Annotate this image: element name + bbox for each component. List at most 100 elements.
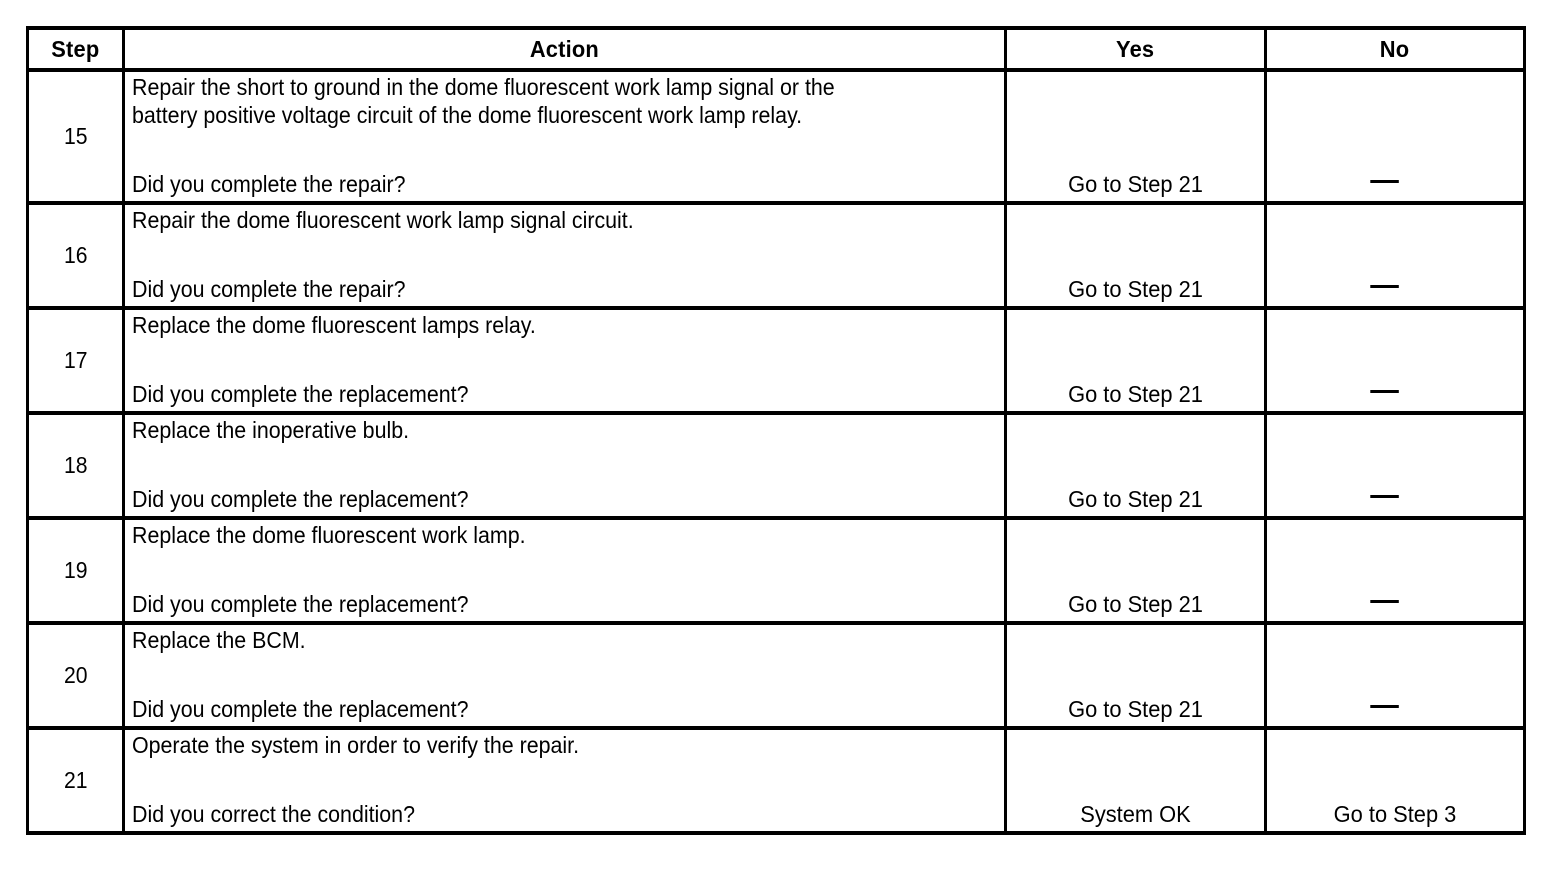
- step-number: 16: [63, 242, 88, 268]
- action-instruction: Operate the system in order to verify th…: [132, 730, 998, 759]
- table-header-row: Step Action Yes No: [26, 26, 1526, 72]
- action-instruction: Replace the dome fluorescent work lamp.: [132, 520, 998, 549]
- step-number-cell: 21: [26, 726, 125, 835]
- table-row: 20 Replace the BCM. Did you complete the r…: [26, 621, 1526, 730]
- em-dash-icon: [1369, 495, 1399, 499]
- action-instruction-line: Replace the dome fluorescent work lamp.: [132, 522, 526, 548]
- action-cell: Replace the dome fluorescent work lamp. D…: [122, 516, 1007, 625]
- no-answer-dash-wrapper: —: [1273, 695, 1516, 726]
- action-question-text: Did you complete the replacement?: [132, 381, 469, 407]
- action-cell: Replace the BCM. Did you complete the rep…: [122, 621, 1007, 730]
- table-row: 21 Operate the system in order to verify …: [26, 726, 1526, 835]
- action-cell: Repair the short to ground in the dome f…: [122, 68, 1007, 205]
- no-answer-cell: Go to Step 3: [1264, 726, 1526, 835]
- action-question: Did you correct the condition?: [132, 800, 998, 831]
- column-header-no-label: No: [1380, 36, 1410, 62]
- table-row: 15 Repair the short to ground in the dome…: [26, 68, 1526, 205]
- column-header-no: No: [1264, 26, 1526, 72]
- action-cell: Operate the system in order to verify th…: [122, 726, 1007, 835]
- column-header-step-label: Step: [51, 36, 100, 62]
- action-instruction-line: Replace the inoperative bulb.: [132, 417, 410, 443]
- em-dash-icon: [1369, 285, 1399, 289]
- action-instruction: Replace the dome fluorescent lamps relay…: [132, 310, 998, 339]
- table-body: 15 Repair the short to ground in the dome…: [26, 68, 1526, 835]
- action-instruction-line: Repair the short to ground in the dome f…: [132, 74, 835, 100]
- no-answer-dash-wrapper: —: [1273, 170, 1516, 201]
- yes-answer-text: Go to Step 21: [1068, 696, 1203, 722]
- action-instruction: Repair the dome fluorescent work lamp si…: [132, 205, 998, 234]
- no-answer-cell: —: [1264, 306, 1526, 415]
- step-number-cell: 17: [26, 306, 125, 415]
- no-answer-dash-wrapper: —: [1273, 485, 1516, 516]
- yes-answer-text: Go to Step 21: [1068, 486, 1203, 512]
- column-header-action: Action: [122, 26, 1007, 72]
- table-row: 19 Replace the dome fluorescent work lamp…: [26, 516, 1526, 625]
- action-instruction-line: Replace the BCM.: [132, 627, 306, 653]
- action-content: Replace the inoperative bulb. Did you com…: [132, 415, 998, 516]
- no-answer-dash-wrapper: —: [1273, 590, 1516, 621]
- yes-answer-cell: Go to Step 21: [1004, 201, 1267, 310]
- action-instruction-line: Replace the dome fluorescent lamps relay…: [132, 312, 536, 338]
- step-number: 15: [63, 123, 88, 149]
- step-number-cell: 19: [26, 516, 125, 625]
- action-content: Repair the dome fluorescent work lamp si…: [132, 205, 998, 306]
- action-question: Did you complete the replacement?: [132, 695, 998, 726]
- table-row: 16 Repair the dome fluorescent work lamp …: [26, 201, 1526, 310]
- no-answer-dash-wrapper: —: [1273, 380, 1516, 411]
- action-question-text: Did you complete the replacement?: [132, 696, 469, 722]
- action-question: Did you complete the replacement?: [132, 485, 998, 516]
- em-dash-icon: [1369, 180, 1399, 184]
- action-content: Operate the system in order to verify th…: [132, 730, 998, 831]
- step-number: 21: [63, 767, 88, 793]
- action-question: Did you complete the repair?: [132, 275, 998, 306]
- table-row: 18 Replace the inoperative bulb. Did you c…: [26, 411, 1526, 520]
- em-dash-icon: [1369, 600, 1399, 604]
- step-number: 19: [63, 557, 88, 583]
- action-question-text: Did you complete the repair?: [132, 171, 406, 197]
- yes-answer-text: Go to Step 21: [1068, 276, 1203, 302]
- action-instruction-line: Repair the dome fluorescent work lamp si…: [132, 207, 634, 233]
- action-content: Repair the short to ground in the dome f…: [132, 72, 998, 201]
- em-dash-icon: [1369, 390, 1399, 394]
- yes-answer-cell: System OK: [1004, 726, 1267, 835]
- step-number-cell: 15: [26, 68, 125, 205]
- action-cell: Replace the dome fluorescent lamps relay…: [122, 306, 1007, 415]
- action-cell: Repair the dome fluorescent work lamp si…: [122, 201, 1007, 310]
- diagnostic-step-table: Step Action Yes No 15 Repair the short to…: [26, 26, 1526, 835]
- step-number-cell: 16: [26, 201, 125, 310]
- step-number-cell: 18: [26, 411, 125, 520]
- yes-answer-text: System OK: [1080, 801, 1191, 827]
- action-instruction: Repair the short to ground in the dome f…: [132, 72, 998, 129]
- step-number: 17: [63, 347, 88, 373]
- yes-answer-cell: Go to Step 21: [1004, 516, 1267, 625]
- no-answer-dash-wrapper: —: [1273, 275, 1516, 306]
- no-answer-cell: —: [1264, 411, 1526, 520]
- yes-answer-text: Go to Step 21: [1068, 171, 1203, 197]
- table-header: Step Action Yes No: [26, 26, 1526, 72]
- action-instruction: Replace the inoperative bulb.: [132, 415, 998, 444]
- action-question: Did you complete the replacement?: [132, 590, 998, 621]
- column-header-yes-label: Yes: [1116, 36, 1155, 62]
- action-question: Did you complete the repair?: [132, 170, 998, 201]
- step-number-cell: 20: [26, 621, 125, 730]
- action-question-text: Did you correct the condition?: [132, 801, 415, 827]
- action-question-text: Did you complete the repair?: [132, 276, 406, 302]
- yes-answer-cell: Go to Step 21: [1004, 411, 1267, 520]
- action-instruction: Replace the BCM.: [132, 625, 998, 654]
- yes-answer-cell: Go to Step 21: [1004, 621, 1267, 730]
- no-answer-cell: —: [1264, 68, 1526, 205]
- action-content: Replace the dome fluorescent lamps relay…: [132, 310, 998, 411]
- yes-answer-text: Go to Step 21: [1068, 591, 1203, 617]
- yes-answer-text: Go to Step 21: [1068, 381, 1203, 407]
- column-header-step: Step: [26, 26, 125, 72]
- action-question-text: Did you complete the replacement?: [132, 591, 469, 617]
- yes-answer-cell: Go to Step 21: [1004, 68, 1267, 205]
- column-header-yes: Yes: [1004, 26, 1267, 72]
- no-answer-text: Go to Step 3: [1333, 801, 1457, 827]
- action-content: Replace the BCM. Did you complete the rep…: [132, 625, 998, 726]
- action-question-text: Did you complete the replacement?: [132, 486, 469, 512]
- action-instruction-line: battery positive voltage circuit of the …: [132, 102, 803, 128]
- em-dash-icon: [1369, 705, 1399, 709]
- column-header-action-label: Action: [529, 36, 600, 62]
